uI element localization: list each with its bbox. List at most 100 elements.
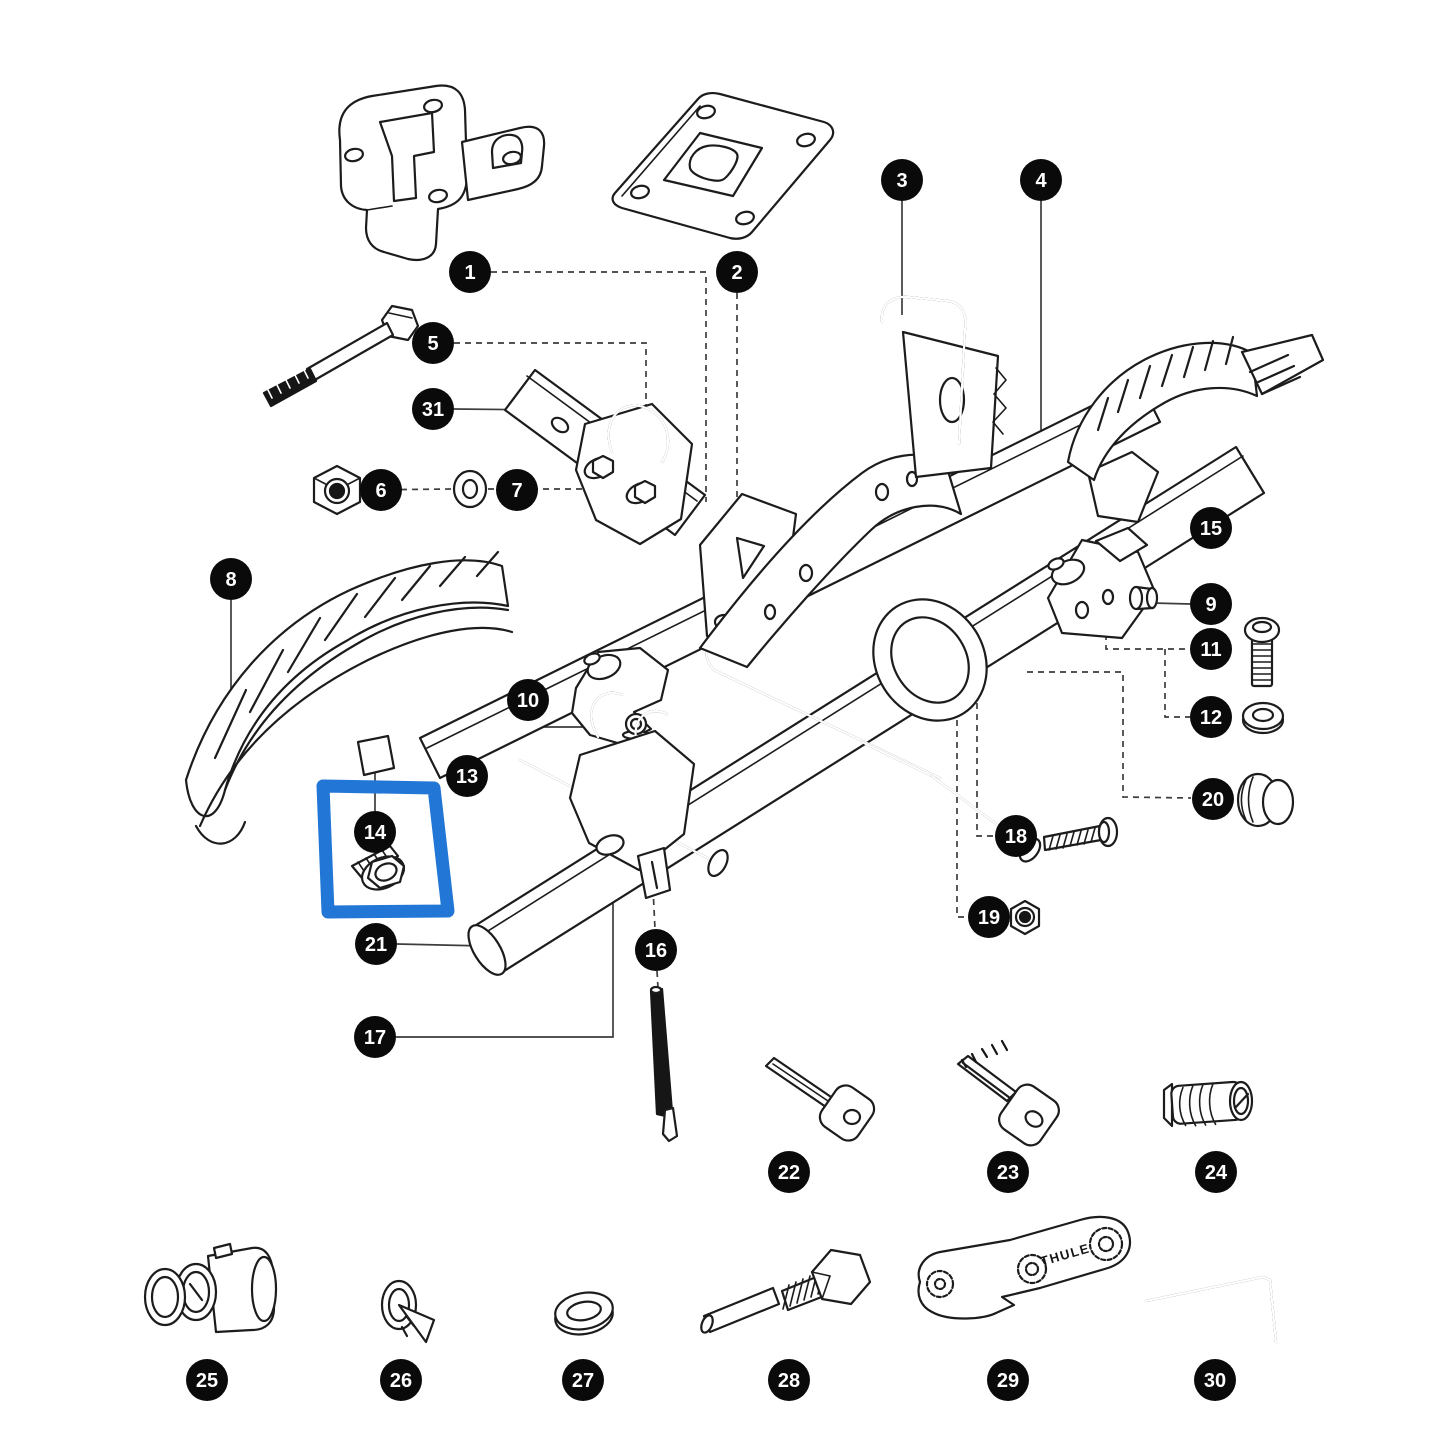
part-callout-number-31: 31: [422, 399, 444, 421]
part-callout-29[interactable]: 29: [987, 1359, 1029, 1401]
part-7-washer: [452, 469, 488, 509]
part-callout-circle-18: [995, 815, 1037, 857]
part-callout-number-30: 30: [1204, 1370, 1226, 1392]
part-callout-circle-14: [354, 811, 396, 853]
part-callout-circle-25: [186, 1359, 228, 1401]
part-callout-25[interactable]: 25: [186, 1359, 228, 1401]
part-callout-circle-29: [987, 1359, 1029, 1401]
part-callout-number-19: 19: [978, 907, 1000, 929]
part-19-lock-nut: [1009, 899, 1041, 936]
part-callout-circle-6: [360, 469, 402, 511]
part-callout-number-7: 7: [511, 480, 522, 502]
part-callout-number-6: 6: [375, 480, 386, 502]
part-callout-10[interactable]: 10: [507, 679, 549, 721]
leader-line-part-20: [1027, 671, 1192, 799]
leader-line-part-19: [956, 643, 967, 918]
leader-line-part-17: [396, 902, 614, 1038]
part-callout-circle-2: [716, 251, 758, 293]
part-callout-circle-15: [1190, 507, 1232, 549]
part-callout-circle-30: [1194, 1359, 1236, 1401]
part-callout-11[interactable]: 11: [1190, 628, 1232, 670]
part-callout-23[interactable]: 23: [987, 1151, 1029, 1193]
part-callout-number-2: 2: [731, 262, 742, 284]
part-callout-30[interactable]: 30: [1194, 1359, 1236, 1401]
part-1-bracket: [338, 84, 546, 261]
highlight-layer: [316, 779, 455, 919]
part-callout-number-9: 9: [1205, 594, 1216, 616]
part-30-allen-key: [1144, 1275, 1278, 1344]
part-callout-27[interactable]: 27: [562, 1359, 604, 1401]
part-callout-circle-17: [354, 1016, 396, 1058]
part-callout-circle-28: [768, 1359, 810, 1401]
part-callout-12[interactable]: 12: [1190, 696, 1232, 738]
part-14-flange-bolt: [350, 844, 406, 891]
diagram-art: THULE: [143, 84, 1325, 1344]
part-callout-15[interactable]: 15: [1190, 507, 1232, 549]
part-18-screw: [1042, 816, 1119, 852]
part-callout-number-26: 26: [390, 1370, 412, 1392]
part-callout-number-24: 24: [1205, 1162, 1228, 1184]
part-callout-number-5: 5: [427, 333, 438, 355]
part-callout-circle-12: [1190, 696, 1232, 738]
part-callout-circle-10: [507, 679, 549, 721]
part-16-locking-pin: [649, 985, 679, 1143]
part-callout-circle-31: [412, 388, 454, 430]
part-26-split-washer: [380, 1279, 436, 1344]
part-28-hex-bolt: [700, 1248, 872, 1334]
part-callout-13[interactable]: 13: [446, 755, 488, 797]
part-callout-20[interactable]: 20: [1192, 778, 1234, 820]
part-callout-28[interactable]: 28: [768, 1359, 810, 1401]
part-callout-18[interactable]: 18: [995, 815, 1037, 857]
part-8-wheel-tray: [184, 550, 514, 845]
part-12-washer: [1241, 701, 1285, 735]
part-callout-number-12: 12: [1200, 707, 1222, 729]
leader-line-part-9: [1151, 602, 1191, 605]
part-callout-7[interactable]: 7: [496, 469, 538, 511]
part-callout-circle-9: [1190, 583, 1232, 625]
part-callout-circle-16: [635, 929, 677, 971]
part-callout-circle-19: [968, 896, 1010, 938]
part-callout-1[interactable]: 1: [449, 251, 491, 293]
part-callout-17[interactable]: 17: [354, 1016, 396, 1058]
part-24-lock-cylinder: [1162, 1080, 1254, 1128]
part-2-plate: [611, 91, 835, 240]
part-callout-2[interactable]: 2: [716, 251, 758, 293]
part-callout-circle-11: [1190, 628, 1232, 670]
part-callout-19[interactable]: 19: [968, 896, 1010, 938]
part-callout-16[interactable]: 16: [635, 929, 677, 971]
part-callout-circle-27: [562, 1359, 604, 1401]
part-callout-14[interactable]: 14: [354, 811, 396, 853]
part-callout-number-13: 13: [456, 766, 478, 788]
part-callout-31[interactable]: 31: [412, 388, 454, 430]
part-4-carrier-arm: [698, 453, 963, 669]
part-callout-circle-21: [355, 923, 397, 965]
part-callout-21[interactable]: 21: [355, 923, 397, 965]
part-callout-number-21: 21: [365, 934, 387, 956]
part-callout-number-20: 20: [1202, 789, 1224, 811]
part-callout-24[interactable]: 24: [1195, 1151, 1237, 1193]
part-callout-circle-26: [380, 1359, 422, 1401]
part-callout-26[interactable]: 26: [380, 1359, 422, 1401]
part-callout-number-8: 8: [225, 569, 236, 591]
leader-line-part-1: [491, 271, 707, 502]
part-27-seal-ring: [554, 1291, 614, 1336]
part-callout-number-11: 11: [1200, 639, 1221, 661]
part-ubolt-bracket-assembly: [574, 402, 694, 546]
part-callout-5[interactable]: 5: [412, 322, 454, 364]
part-callout-4[interactable]: 4: [1020, 159, 1062, 201]
part-callout-8[interactable]: 8: [210, 558, 252, 600]
leader-line-part-12: [1164, 649, 1190, 718]
part-callout-circle-23: [987, 1151, 1029, 1193]
part-callout-number-25: 25: [196, 1370, 218, 1392]
part-callout-22[interactable]: 22: [768, 1151, 810, 1193]
leader-line-part-16: [656, 970, 659, 989]
part-callout-6[interactable]: 6: [360, 469, 402, 511]
part-right-clamp-bracket: [1046, 526, 1159, 640]
leader-line-part-5: [454, 342, 647, 466]
part-callout-9[interactable]: 9: [1190, 583, 1232, 625]
part-right-wheel-tray: [1066, 333, 1325, 524]
part-5-hex-bolt: [262, 304, 420, 408]
part-center-collar: [872, 598, 988, 722]
part-callout-3[interactable]: 3: [881, 159, 923, 201]
